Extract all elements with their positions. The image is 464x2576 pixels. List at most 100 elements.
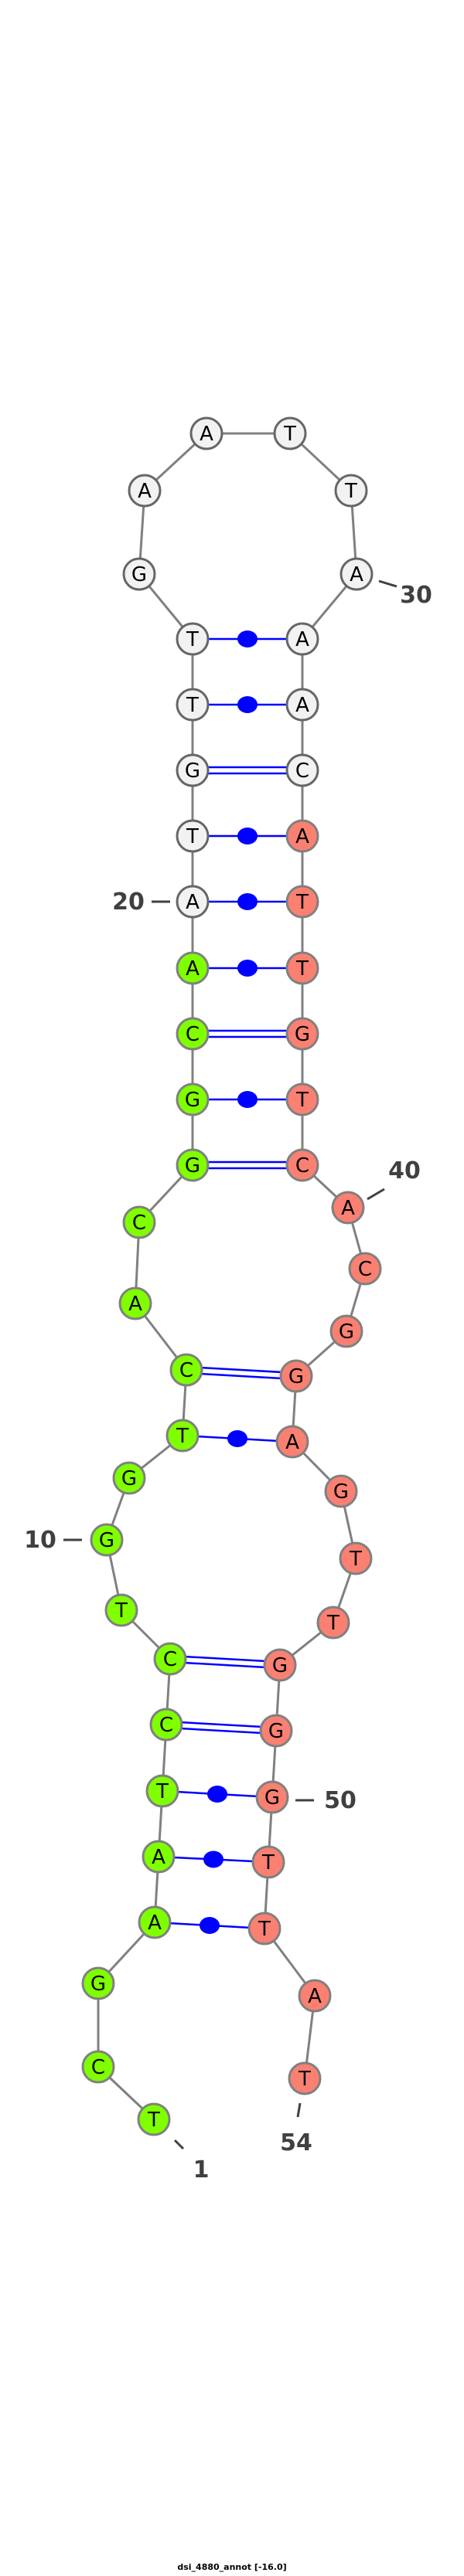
nucleotide-2 [81, 2050, 115, 2084]
wobble-pair-dot [207, 1786, 227, 1803]
nucleotide-letter: A [186, 957, 200, 980]
nucleotide-letter: G [272, 1654, 288, 1677]
nucleotide-letter: T [283, 423, 296, 446]
nucleotide-letter: T [176, 1425, 189, 1448]
nucleotide-letter: A [148, 1912, 162, 1935]
nucleotide-letter: G [185, 760, 200, 783]
nucleotide-12 [165, 1419, 200, 1453]
nucleotide-39 [285, 1148, 319, 1182]
nucleotide-46 [339, 1541, 373, 1575]
wobble-pair-dot [203, 1850, 223, 1868]
nucleotide-37 [285, 1017, 319, 1051]
nucleotide-letter: T [186, 694, 199, 717]
nucleotide-10 [90, 1523, 124, 1557]
nucleotide-letter: A [128, 1293, 142, 1316]
nucleotide-letter: C [91, 2056, 105, 2079]
gc-pair-line [166, 1720, 277, 1729]
nucleotide-33 [285, 753, 319, 787]
position-tick [378, 579, 397, 588]
nucleotide-letter: C [179, 1359, 193, 1382]
nucleotide-letter: C [159, 1714, 173, 1737]
position-label-30: 30 [400, 582, 432, 609]
nucleotide-48 [263, 1648, 297, 1682]
nucleotide-letter: T [155, 1780, 169, 1803]
position-tick [296, 2102, 302, 2118]
nucleotide-letter: G [339, 1320, 354, 1344]
nucleotide-letter: G [99, 1529, 114, 1552]
nucleotide-34 [285, 819, 319, 853]
nucleotide-11 [112, 1461, 146, 1495]
wobble-pair-dot [200, 1917, 220, 1934]
nucleotide-47 [316, 1606, 350, 1640]
position-label-10: 10 [24, 1527, 56, 1554]
nucleotide-letter: T [258, 1918, 271, 1941]
nucleotide-51 [251, 1845, 285, 1879]
nucleotide-letter: G [288, 1365, 304, 1388]
nucleotide-52 [247, 1912, 281, 1946]
gc-pair-line [170, 1654, 281, 1664]
wobble-pair-dot [237, 1091, 258, 1108]
nucleotide-26 [128, 474, 162, 508]
position-label-20: 20 [112, 889, 145, 916]
nucleotide-letter: G [185, 1089, 200, 1112]
nucleotide-letter: G [90, 1973, 106, 1996]
nucleotide-41 [348, 1252, 382, 1286]
gc-pair-line [169, 1660, 280, 1670]
nucleotide-17 [176, 1082, 210, 1116]
nucleotide-letter: A [341, 1197, 355, 1220]
nucleotide-31 [285, 622, 319, 656]
wobble-pair-dot [237, 630, 258, 647]
wobble-pair-dot [237, 960, 258, 977]
nucleotide-letter: C [295, 760, 309, 783]
nucleotide-8 [153, 1642, 187, 1676]
nucleotide-letter: T [344, 480, 357, 503]
position-label-1: 1 [193, 2156, 210, 2183]
nucleotide-letter: G [131, 563, 147, 586]
nucleotide-letter: A [295, 694, 309, 717]
nucleotide-letter: C [132, 1212, 146, 1235]
nucleotide-13 [169, 1353, 203, 1387]
nucleotide-30 [339, 557, 374, 591]
position-tick [173, 2139, 185, 2150]
gc-pair-line [165, 1726, 276, 1735]
nucleotide-letter: T [298, 2068, 311, 2091]
nucleotide-letter: A [138, 480, 152, 503]
nucleotide-21 [176, 819, 210, 853]
nucleotide-53 [298, 1979, 332, 2013]
nucleotide-letter: C [295, 1154, 309, 1178]
nucleotide-letter: T [261, 1851, 275, 1874]
structure-caption: dsi_4880_annot [-16.0] [177, 2562, 287, 2572]
nucleotide-letter: A [152, 1846, 165, 1869]
nucleotide-letter: T [295, 891, 309, 914]
nucleotide-35 [285, 885, 319, 919]
nucleotide-letter: C [186, 1023, 200, 1046]
nucleotide-letter: G [333, 1480, 349, 1504]
nucleotide-letter: C [163, 1648, 177, 1671]
nucleotide-letter: C [358, 1258, 372, 1281]
gc-pair-line [186, 1365, 297, 1375]
wobble-pair-dot [237, 893, 258, 910]
nucleotide-28 [273, 416, 307, 450]
nucleotide-letter: T [186, 628, 199, 651]
nucleotide-letter: T [326, 1612, 339, 1635]
nucleotide-42 [329, 1314, 363, 1348]
nucleotide-letter: A [350, 563, 363, 586]
nucleotide-letter: T [147, 2109, 160, 2132]
nucleotide-letter: T [295, 957, 309, 980]
nucleotide-letter: A [295, 628, 309, 651]
nucleotide-letter: A [285, 1431, 299, 1454]
nucleotide-20 [176, 885, 210, 919]
nucleotide-letter: G [121, 1467, 137, 1490]
gc-pair-line [186, 1371, 296, 1381]
nucleotide-letter: T [349, 1548, 362, 1571]
nucleotide-5 [142, 1840, 176, 1874]
nucleotide-45 [324, 1474, 358, 1508]
nucleotide-50 [255, 1780, 289, 1814]
nucleotide-25 [122, 557, 156, 591]
nucleotide-4 [138, 1905, 172, 1939]
position-tick [367, 1188, 385, 1201]
nucleotide-7 [149, 1708, 183, 1742]
nucleotide-1 [137, 2102, 171, 2136]
